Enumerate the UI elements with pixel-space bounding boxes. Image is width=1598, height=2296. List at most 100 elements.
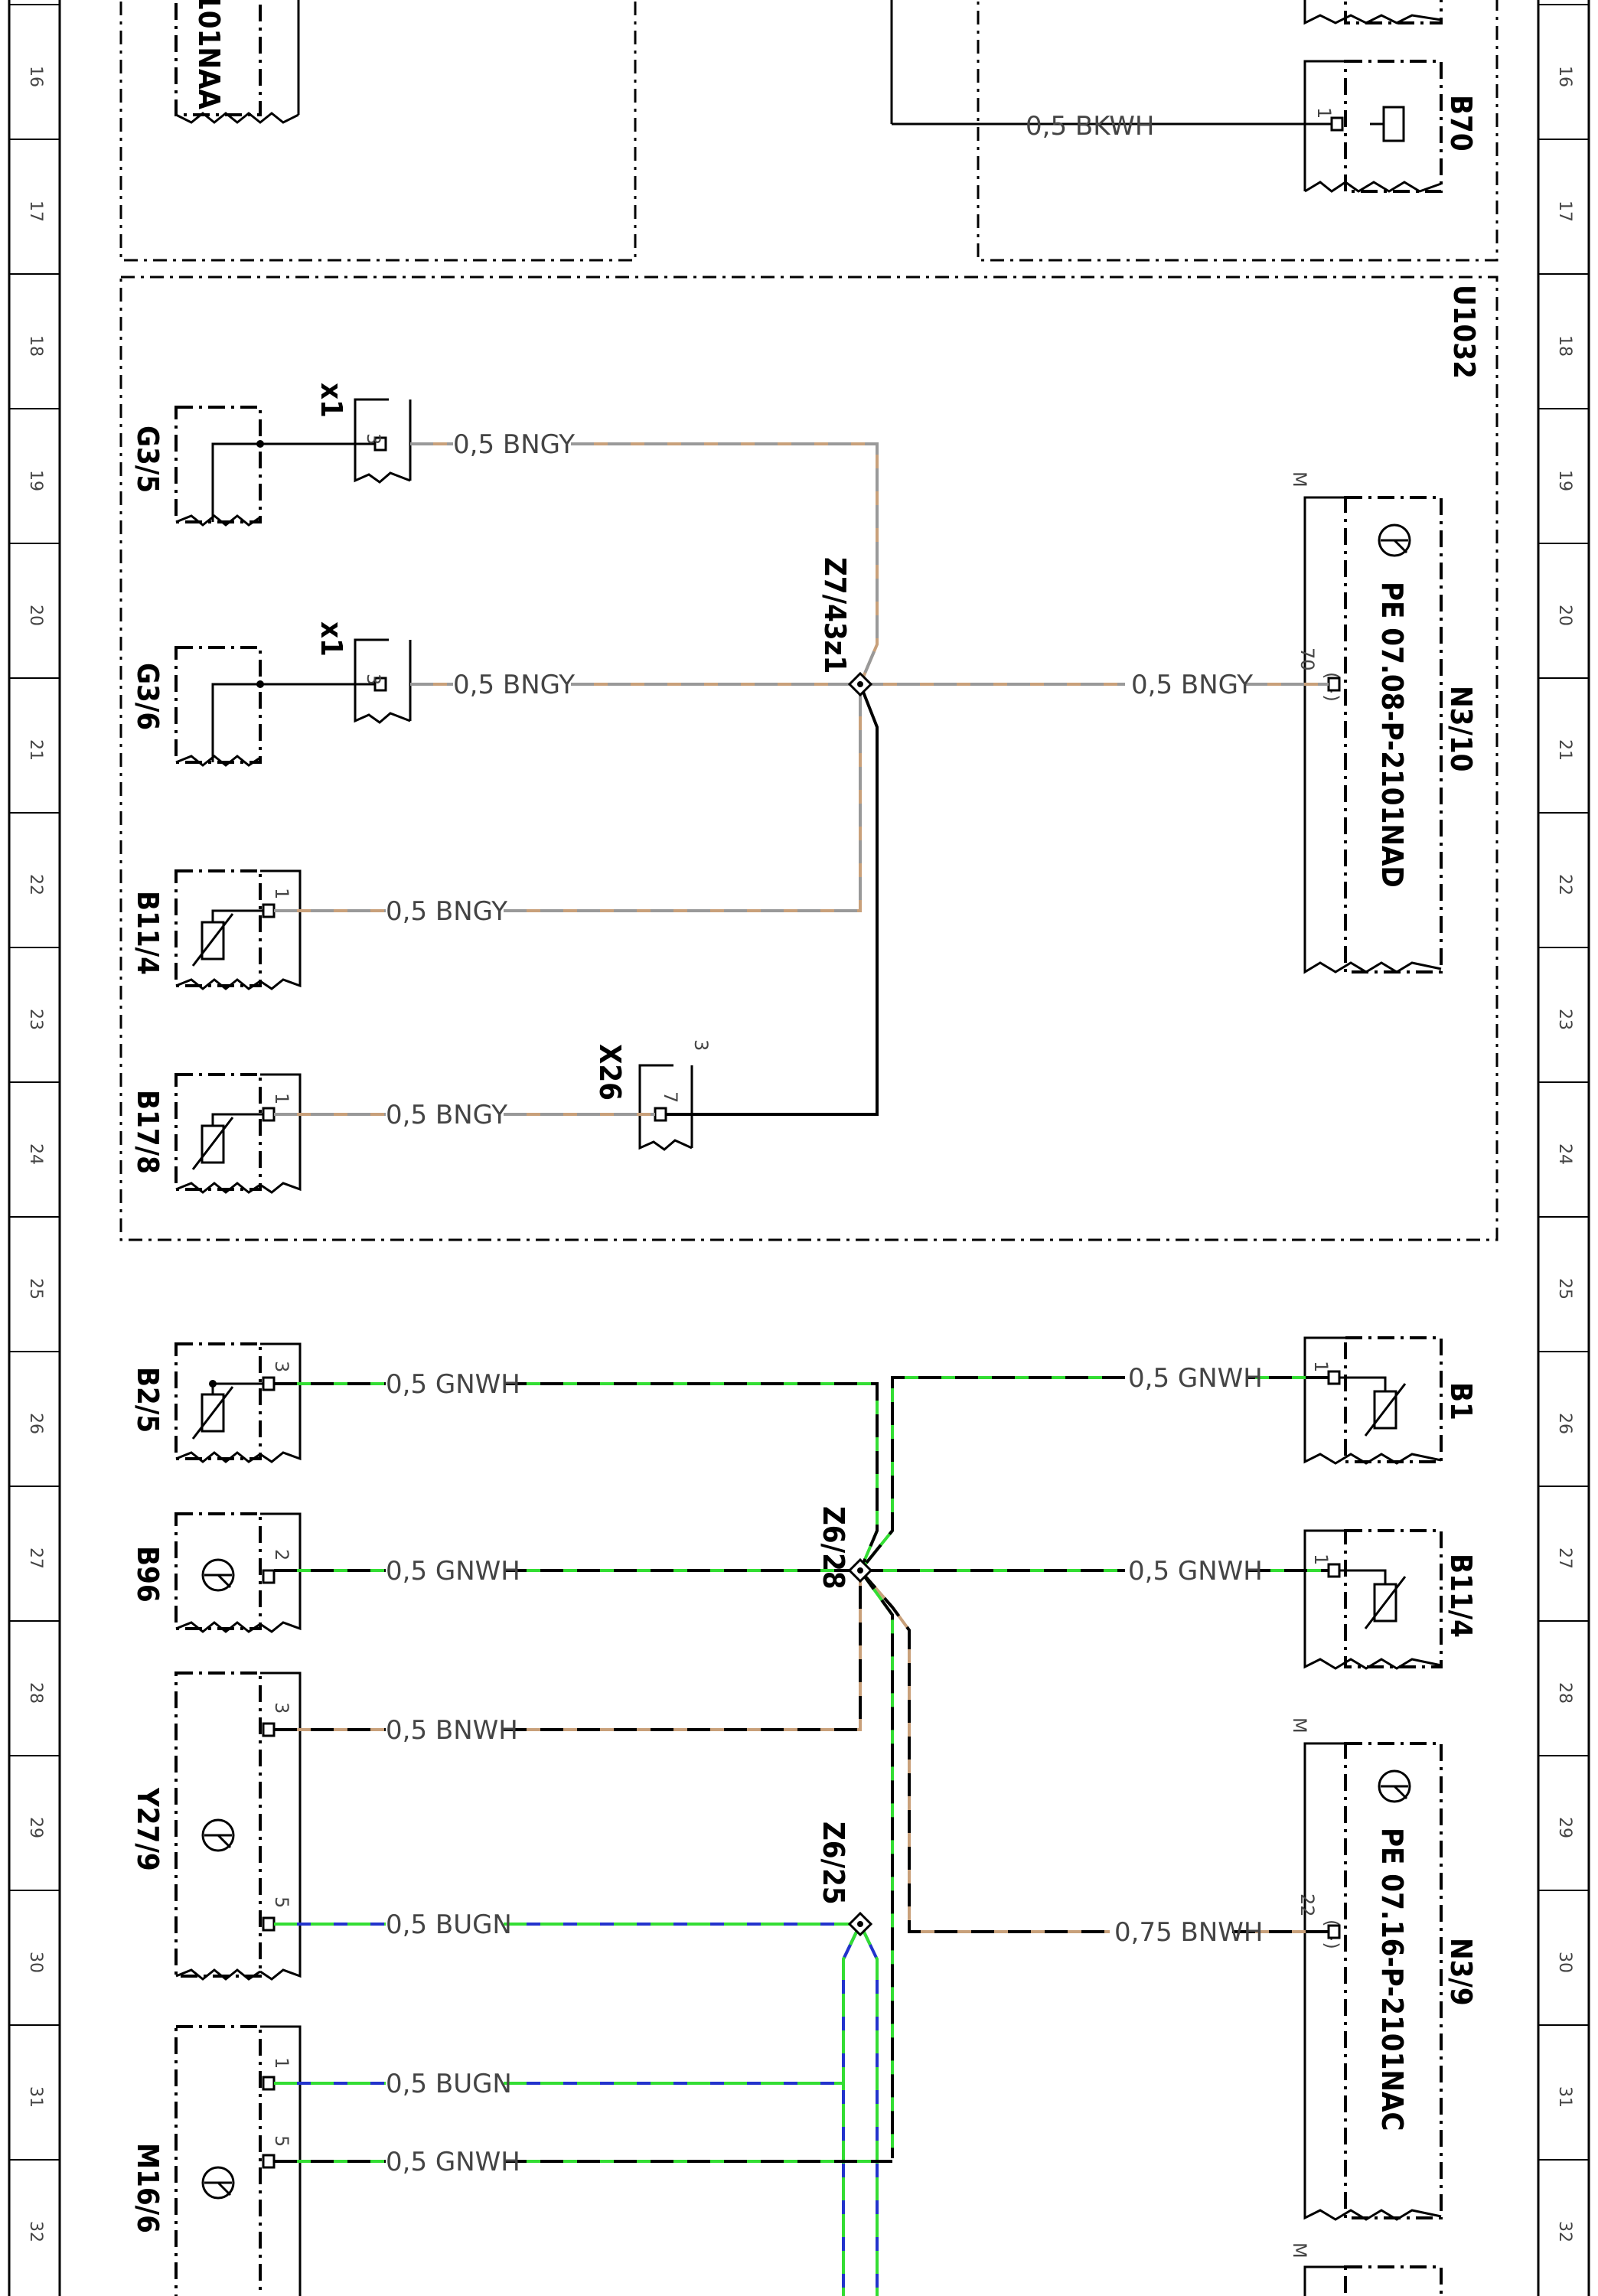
ruler-number-left: 32: [26, 2221, 45, 2242]
wire-x26-black: [666, 683, 879, 1116]
b1-label: B1: [1444, 1382, 1478, 1420]
ruler-number-left: 31: [26, 2086, 45, 2108]
ecu-n3-9[interactable]: M PE 07.16-P-2101NAC N3/9 22 (−): [1289, 1717, 1478, 2221]
ruler-number-left: 20: [26, 605, 45, 626]
wire-n3-10-label: 0,5 BNGY: [1131, 670, 1253, 700]
ruler-number-right: 32: [1555, 2221, 1574, 2242]
ruler-number-left: 24: [26, 1143, 45, 1165]
sensor-g3-5[interactable]: G3/5: [131, 406, 264, 527]
b2-5-pin: 3: [271, 1361, 292, 1372]
n3-10-label: N3/10: [1444, 686, 1478, 771]
sensor-b2-5[interactable]: B2/5 3: [131, 1342, 302, 1463]
splice-z6-28-label: Z6/28: [817, 1506, 850, 1590]
x1-a-label: x1: [315, 383, 348, 418]
ruler-number-right: 24: [1555, 1143, 1574, 1165]
sensor-b11-4-top[interactable]: B11/4 1: [131, 869, 302, 990]
ruler-number-left: 16: [26, 66, 45, 87]
ruler-number-left: 29: [26, 1817, 45, 1838]
x26-label: X26: [593, 1044, 627, 1101]
splice-z7-43z1-label: Z7/43z1: [818, 557, 852, 673]
connector-x1-b[interactable]: x1 3: [315, 621, 412, 724]
ruler-number-right: 26: [1555, 1413, 1574, 1434]
wire-n3-9-a: [859, 1569, 1110, 1933]
wire-z6-25-down-a: [859, 1923, 879, 2296]
ruler-number-right: 17: [1555, 201, 1574, 222]
n3-10-pin: 70: [1296, 647, 1318, 671]
sensor-b70[interactable]: 1 B70: [1303, 60, 1478, 193]
n3-9-ref: PE 07.16-P-2101NAC: [1375, 1828, 1409, 2131]
x1-b-pin: 3: [363, 673, 384, 685]
splice-nodes: [847, 671, 873, 1937]
ruler-number-right: 29: [1555, 1817, 1574, 1838]
sensor-b96[interactable]: B96 2: [131, 1512, 302, 1633]
area-u1032: [119, 276, 1499, 1241]
n3-9-label: N3/9: [1444, 1938, 1478, 2006]
g3-6-label: G3/6: [131, 663, 165, 730]
b11-4-top-label: B11/4: [131, 891, 165, 975]
ruler-number-right: 23: [1555, 1009, 1574, 1030]
motor-m16-6[interactable]: M16/6 1 5: [131, 2025, 302, 2296]
g3-5-label: G3/5: [131, 426, 165, 493]
splice-z6-25-dot: [857, 1921, 863, 1927]
ruler-number-left: 19: [26, 470, 45, 491]
right-ruler: [1537, 0, 1590, 2296]
wire-b2-5-b-stripe: [504, 1382, 879, 1571]
wire-b11-4-b-stripe: [504, 684, 862, 912]
ecu-101naa-label: 101NAA: [192, 0, 226, 109]
ruler-number-right: 31: [1555, 2086, 1574, 2108]
sensor-g3-6[interactable]: G3/6: [131, 646, 264, 767]
ruler-number-left: 18: [26, 335, 45, 357]
sensor-b1[interactable]: B1 1: [1303, 1336, 1478, 1465]
ruler-number-right: 30: [1555, 1952, 1574, 1973]
connector-x1-a[interactable]: x1 3: [315, 383, 412, 484]
splice-z6-28-dot: [857, 1567, 863, 1574]
splice-z6-25-label: Z6/25: [817, 1821, 850, 1905]
b17-8-pin: 1: [271, 1093, 292, 1104]
wire-b17-8-label: 0,5 BNGY: [386, 1100, 507, 1130]
wire-m16-6-1-label: 0,5 BUGN: [386, 2069, 512, 2099]
top-right-connector: [1303, 0, 1443, 25]
area-top-right: [977, 0, 1499, 262]
b11-4-bottom-pin: 1: [1310, 1554, 1332, 1565]
ruler-number-left: 17: [26, 201, 45, 222]
m-mark-top: M: [1289, 471, 1310, 488]
ruler-number-right: 25: [1555, 1278, 1574, 1300]
b11-4-bottom-label: B11/4: [1444, 1554, 1478, 1638]
ecu-101naa[interactable]: 101NAA: [174, 0, 300, 124]
m-mark-bottom: M: [1289, 2242, 1310, 2258]
wire-g3-5-b-stripe: [571, 442, 879, 685]
ruler-number-right: 18: [1555, 335, 1574, 357]
sensor-b17-8[interactable]: B17/8 1: [131, 1073, 302, 1194]
ruler-number-left: 30: [26, 1952, 45, 1973]
wire-b1-b-stripe: [859, 1376, 1125, 1572]
x26-count: 3: [690, 1039, 712, 1051]
ruler-number-left: 22: [26, 874, 45, 895]
wire-g3-6-label: 0,5 BNGY: [453, 670, 575, 700]
m16-6-pin-5: 5: [271, 2135, 292, 2147]
ruler-number-right: 16: [1555, 66, 1574, 87]
b11-4-top-pin: 1: [271, 888, 292, 899]
wire-m16-1-b: [504, 1923, 862, 2085]
m16-6-label: M16/6: [131, 2143, 165, 2233]
wire-n3-9-label: 0,75 BNWH: [1114, 1917, 1263, 1948]
ruler-number-right: 19: [1555, 470, 1574, 491]
connector-x26[interactable]: X26 7 3: [593, 1039, 712, 1151]
sensor-b11-4-bottom[interactable]: B11/4 1: [1303, 1529, 1478, 1670]
wire-b1-b: [859, 1376, 1125, 1572]
wire-y27-9-5-label: 0,5 BUGN: [386, 1910, 512, 1940]
wire-y27-3-b-stripe: [504, 1570, 862, 1731]
ruler-number-right: 27: [1555, 1548, 1574, 1569]
b1-pin: 1: [1310, 1361, 1332, 1372]
wire-b70-label: 0,5 BKWH: [1026, 111, 1154, 142]
ecu-n3-10[interactable]: M PE 07.08-P-2101NAD N3/10 70 (−): [1289, 471, 1478, 974]
wire-m16-1-b-stripe: [504, 1923, 862, 2085]
wire-b11-4-bottom-label: 0,5 GNWH: [1128, 1556, 1263, 1587]
b70-label: B70: [1444, 95, 1478, 152]
b2-5-label: B2/5: [131, 1367, 165, 1433]
m-mark-mid: M: [1289, 1717, 1310, 1733]
valve-y27-9[interactable]: Y27/9 3 5: [131, 1671, 302, 1981]
ruler-number-left: 27: [26, 1548, 45, 1569]
area-u1032-label: U1032: [1447, 285, 1481, 379]
y27-9-label: Y27/9: [131, 1787, 165, 1871]
